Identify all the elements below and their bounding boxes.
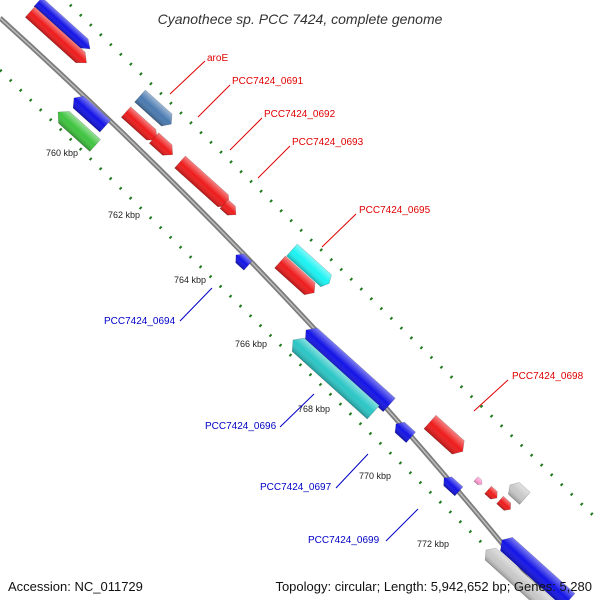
- gene-shading: [473, 476, 482, 485]
- gc-dot-track-outer: [62, 0, 600, 524]
- gene-feature[interactable]: [481, 544, 559, 600]
- gene-shading: [25, 6, 87, 63]
- tick-label: 772 kbp: [417, 539, 449, 549]
- tick-label: 766 kbp: [235, 339, 267, 349]
- gene-shading: [496, 496, 511, 511]
- tick-label: 760 kbp: [46, 148, 78, 158]
- topology-text: Topology: circular; Length: 5,942,652 bp…: [275, 579, 592, 594]
- gene-feature[interactable]: [232, 251, 253, 271]
- leader-line: [169, 60, 206, 95]
- leader-line: [473, 379, 509, 412]
- gene-features: [24, 0, 576, 600]
- gene-labels: aroE PCC7424_0691 PCC7424_0692 PCC7424_0…: [104, 53, 584, 546]
- leader-line: [229, 117, 263, 151]
- gene-label[interactable]: aroE: [207, 53, 228, 64]
- gene-feature[interactable]: [496, 533, 576, 600]
- leader-line: [335, 453, 369, 489]
- gene-feature[interactable]: [423, 414, 469, 458]
- gene-shading: [235, 253, 252, 271]
- tick-label: 768 kbp: [298, 404, 330, 414]
- genome-backbone-highlight: [0, 17, 549, 600]
- gene-shading: [149, 132, 173, 156]
- gene-feature[interactable]: [69, 92, 111, 133]
- gene-shading: [292, 337, 380, 419]
- gene-feature[interactable]: [148, 132, 177, 160]
- gene-label[interactable]: PCC7424_0696: [205, 421, 277, 432]
- gene-shading: [395, 422, 416, 443]
- gene-feature[interactable]: [287, 333, 380, 420]
- gene-shading: [73, 96, 111, 133]
- gene-label[interactable]: PCC7424_0693: [292, 137, 364, 148]
- gene-shading: [219, 199, 236, 216]
- gene-feature[interactable]: [219, 199, 240, 220]
- leader-line: [197, 84, 231, 118]
- gene-feature[interactable]: [440, 474, 464, 497]
- scale-ticks: 760 kbp 762 kbp 764 kbp 766 kbp 768 kbp …: [46, 148, 449, 549]
- gene-label-leaders: [169, 60, 509, 542]
- gene-shading: [33, 0, 91, 49]
- gene-shading: [305, 327, 396, 412]
- leader-line: [279, 393, 315, 428]
- gc-dot-track-inner: [0, 68, 542, 600]
- gene-label[interactable]: PCC7424_0691: [232, 76, 304, 87]
- gene-shading: [174, 156, 230, 207]
- leader-line: [321, 213, 357, 248]
- map-title: Cyanothece sp. PCC 7424, complete genome: [158, 11, 443, 27]
- gene-shading: [286, 244, 332, 287]
- gene-label[interactable]: PCC7424_0694: [104, 316, 176, 327]
- gene-feature[interactable]: [134, 89, 177, 130]
- gene-shading: [423, 415, 465, 455]
- tick-label: 762 kbp: [108, 210, 140, 220]
- gene-label[interactable]: PCC7424_0699: [308, 535, 380, 546]
- gene-feature[interactable]: [274, 255, 320, 299]
- gene-feature[interactable]: [120, 106, 162, 146]
- gene-shading: [508, 482, 531, 505]
- tick-label: 764 kbp: [174, 275, 206, 285]
- accession-text: Accession: NC_011729: [8, 579, 143, 594]
- gene-feature[interactable]: [496, 495, 514, 513]
- gene-feature[interactable]: [391, 419, 416, 444]
- gene-shading: [134, 90, 173, 127]
- leader-line: [385, 508, 419, 542]
- gene-label[interactable]: PCC7424_0697: [260, 482, 332, 493]
- gene-feature[interactable]: [33, 0, 94, 53]
- gene-shading: [274, 256, 316, 295]
- gene-shading: [485, 548, 559, 600]
- gene-feature[interactable]: [505, 479, 531, 505]
- gene-label[interactable]: PCC7424_0698: [512, 371, 584, 382]
- gene-feature[interactable]: [473, 476, 484, 487]
- tick-label: 770 kbp: [359, 471, 391, 481]
- gene-label[interactable]: PCC7424_0695: [359, 205, 431, 216]
- gene-feature[interactable]: [53, 106, 101, 152]
- gene-shading: [58, 111, 101, 152]
- gene-shading: [484, 486, 498, 500]
- gene-feature[interactable]: [484, 485, 501, 501]
- gene-feature[interactable]: [24, 6, 91, 68]
- gene-feature[interactable]: [286, 243, 335, 289]
- leader-line: [257, 145, 291, 179]
- gene-shading: [121, 106, 158, 141]
- gene-label[interactable]: PCC7424_0692: [264, 109, 336, 120]
- leader-line: [179, 287, 213, 322]
- gene-shading: [443, 476, 463, 496]
- gene-shading: [500, 537, 575, 600]
